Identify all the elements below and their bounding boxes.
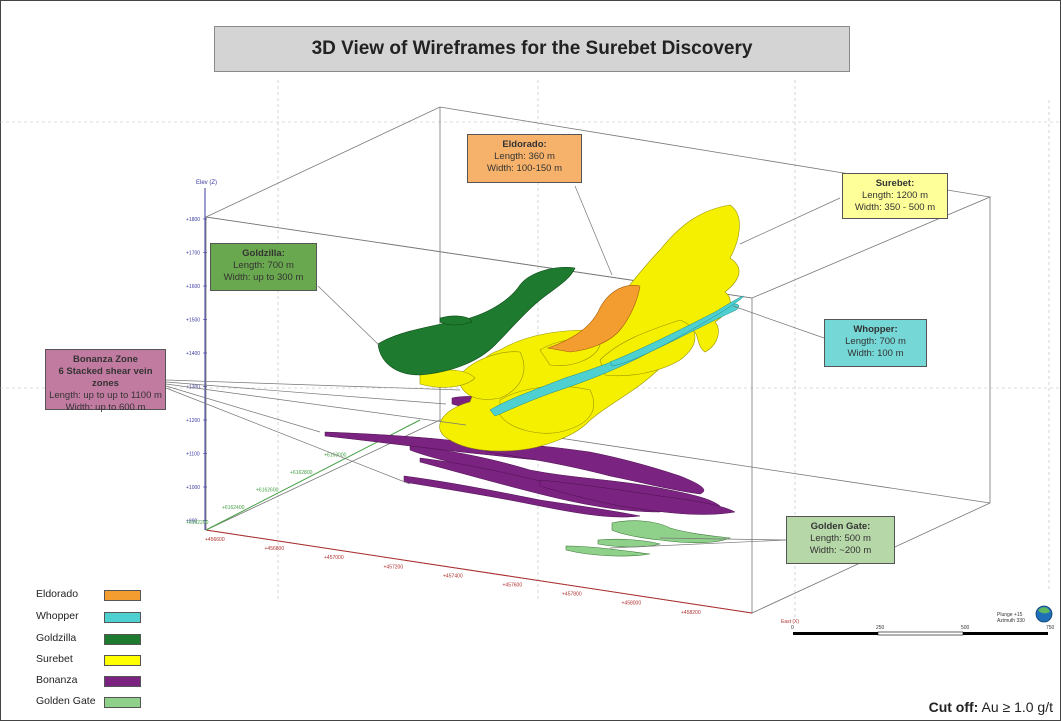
east-tick-label: +458000	[622, 601, 642, 607]
legend-label: Bonanza	[36, 674, 78, 686]
callout-eldorado-name: Eldorado:	[502, 139, 547, 150]
elevation-tick-label: +1500	[186, 318, 200, 324]
legend-label: Goldzilla	[36, 632, 77, 644]
legend-item-surebet: Surebet	[36, 653, 146, 667]
callout-eldorado: Eldorado: Length: 360 m Width: 100-150 m	[467, 134, 582, 183]
callout-golden-gate-name: Golden Gate:	[810, 521, 871, 532]
elevation-tick-label: +900	[186, 519, 197, 525]
east-axis: East (X) +456600 +456800 +457000 +457200 +45…	[205, 529, 799, 625]
north-tick-label: +6163000	[324, 453, 347, 459]
east-tick-label: +457400	[443, 573, 463, 579]
east-tick-label: +456600	[205, 537, 225, 543]
elevation-tick-label: +1600	[186, 284, 200, 290]
scale-tick-label: 750	[1046, 625, 1055, 631]
legend-item-bonanza: Bonanza	[36, 674, 146, 688]
scale-bar: 0 250 500 750	[791, 625, 1055, 636]
north-tick-label: +6162400	[222, 505, 245, 511]
east-axis-label: East (X)	[781, 619, 799, 625]
east-tick-label: +457000	[324, 555, 344, 561]
elevation-tick-label: +1000	[186, 485, 200, 491]
north-tick-label: +6162800	[290, 470, 313, 476]
callout-bonanza-length: Length: up to up to 1100 m	[49, 390, 162, 401]
goldzilla-zone	[377, 267, 576, 376]
golden-gate-zone	[565, 520, 732, 557]
legend-label: Surebet	[36, 653, 73, 665]
callout-golden-gate: Golden Gate: Length: 500 m Width: ~200 m	[786, 516, 895, 564]
callout-whopper-width: Width: 100 m	[847, 348, 904, 359]
legend-swatch	[104, 676, 141, 687]
legend-swatch	[104, 655, 141, 666]
cutoff-value: Au ≥ 1.0 g/t	[981, 699, 1053, 715]
scale-tick-label: 0	[791, 625, 794, 631]
callout-goldzilla: Goldzilla: Length: 700 m Width: up to 30…	[210, 243, 317, 291]
callout-goldzilla-width: Width: up to 300 m	[223, 272, 304, 283]
north-axis-origin: +6162200	[186, 520, 209, 526]
callout-goldzilla-name: Goldzilla:	[242, 248, 285, 259]
callout-whopper: Whopper: Length: 700 m Width: 100 m	[824, 319, 927, 367]
callout-bonanza-subtitle: 6 Stacked shear vein zones	[58, 366, 153, 389]
callout-eldorado-length: Length: 360 m	[494, 151, 555, 162]
legend-label: Eldorado	[36, 588, 79, 600]
callout-golden-gate-width: Width: ~200 m	[809, 545, 872, 556]
callout-bonanza-width: Width: up to 600 m	[65, 402, 146, 413]
orientation-readout: Plunge +15 Azimuth 330	[997, 612, 1025, 624]
east-tick-label: +456800	[265, 546, 285, 552]
legend-label: Golden Gate	[36, 695, 96, 707]
legend-swatch	[104, 634, 141, 645]
callout-surebet-width: Width: 350 - 500 m	[854, 202, 936, 213]
callout-bonanza: Bonanza Zone 6 Stacked shear vein zones …	[45, 349, 166, 413]
east-tick-label: +458200	[681, 610, 701, 616]
legend-item-whopper: Whopper	[36, 610, 146, 624]
callout-surebet: Surebet: Length: 1200 m Width: 350 - 500…	[842, 173, 948, 219]
elevation-tick-label: +1800	[186, 217, 200, 223]
north-tick-label: +6162600	[256, 488, 279, 494]
legend-item-eldorado: Eldorado	[36, 588, 146, 602]
elevation-axis-label: Elev (Z)	[196, 180, 217, 186]
callout-goldzilla-length: Length: 700 m	[233, 260, 294, 271]
scale-tick-label: 500	[961, 625, 970, 631]
eldorado-zone	[546, 285, 641, 353]
east-tick-label: +457600	[503, 583, 523, 589]
callout-whopper-name: Whopper:	[853, 324, 898, 335]
globe-icon	[1035, 605, 1053, 623]
bonanza-zone	[324, 396, 736, 518]
legend-item-goldzilla: Goldzilla	[36, 632, 146, 646]
elevation-axis: Elev (Z) +1800+1700+1600+1500+1400+1300+…	[186, 180, 217, 530]
cutoff-label: Cut off:	[928, 699, 979, 715]
leader-lines	[165, 185, 841, 549]
legend-swatch	[104, 697, 141, 708]
callout-surebet-length: Length: 1200 m	[861, 190, 929, 201]
cutoff-note: Cut off: Au ≥ 1.0 g/t	[929, 699, 1053, 715]
callout-golden-gate-length: Length: 500 m	[810, 533, 871, 544]
azimuth-text: Azimuth 330	[997, 618, 1025, 624]
elevation-tick-label: +1100	[186, 452, 200, 458]
elevation-tick-label: +1700	[186, 251, 200, 257]
scale-tick-label: 250	[876, 625, 885, 631]
callout-bonanza-name: Bonanza Zone	[73, 354, 138, 365]
east-tick-label: +457200	[384, 564, 404, 570]
elevation-tick-label: +1200	[186, 418, 200, 424]
page-title: 3D View of Wireframes for the Surebet Di…	[214, 26, 850, 72]
callout-eldorado-width: Width: 100-150 m	[487, 163, 562, 174]
legend-swatch	[104, 612, 141, 623]
callout-surebet-name: Surebet:	[875, 178, 915, 189]
legend-label: Whopper	[36, 610, 79, 622]
plunge-text: Plunge +15	[997, 612, 1023, 618]
whopper-zone	[489, 295, 744, 417]
callout-whopper-length: Length: 700 m	[845, 336, 906, 347]
east-tick-label: +457800	[562, 592, 582, 598]
elevation-tick-label: +1400	[186, 351, 200, 357]
legend-item-golden-gate: Golden Gate	[36, 695, 146, 709]
legend-swatch	[104, 590, 141, 601]
